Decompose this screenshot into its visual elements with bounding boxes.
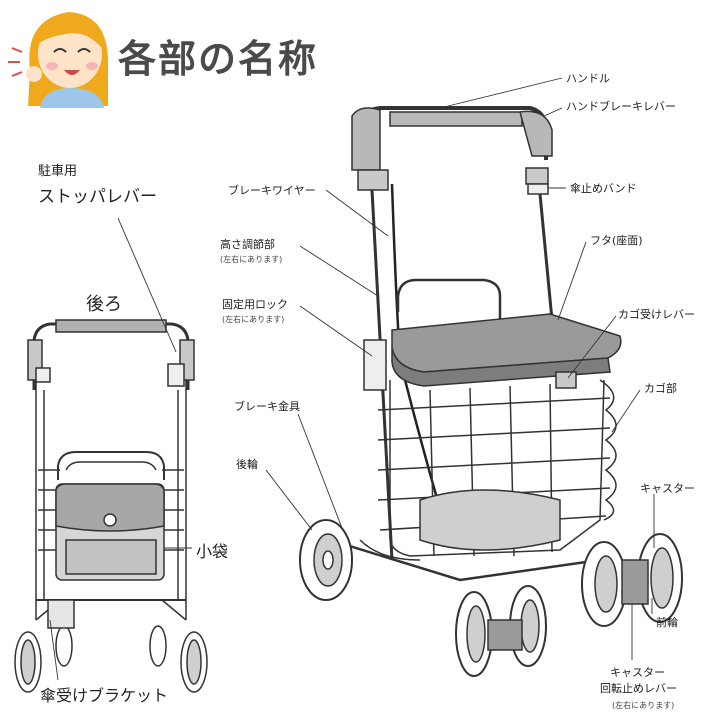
leader-lid xyxy=(557,241,587,321)
stopper-lever-label-line1: 駐車用 xyxy=(38,164,78,179)
caster-label: キャスター xyxy=(640,482,695,495)
front-wheel-label: 前輪 xyxy=(656,616,678,629)
fixing-lock-label: 固定用ロック xyxy=(222,298,288,311)
handle-label: ハンドル xyxy=(566,72,610,85)
leader-basket xyxy=(611,389,641,433)
height-adjust-note: (左右にあります) xyxy=(220,255,283,264)
leader-brake-wire xyxy=(325,189,389,237)
caster-lock-label-line2: 回転止めレバー xyxy=(600,682,677,695)
umbrella-bracket-label: 傘受けブラケット xyxy=(40,686,169,705)
basket-lever-label: カゴ受けレバー xyxy=(618,308,695,321)
basket-label: カゴ部 xyxy=(644,382,677,395)
leader-rear-wheel xyxy=(265,469,313,531)
caster-lock-note: (左右にあります) xyxy=(612,701,675,710)
rear-wheel-label: 後輪 xyxy=(236,458,258,471)
height-adjust-label: 高さ調節部 xyxy=(220,238,275,251)
stopper-lever-label-line2: ストッパレバー xyxy=(38,187,157,207)
leader-brake-fitting xyxy=(297,413,343,529)
lid-label: フタ(座面) xyxy=(590,234,643,247)
pouch-label: 小袋 xyxy=(196,542,229,561)
leader-umbrella-bracket xyxy=(49,619,59,681)
fixing-lock-note: (左右にあります) xyxy=(222,315,285,324)
rear-view-cart xyxy=(14,319,208,693)
leader-lines xyxy=(49,77,655,681)
leader-fixing-lock xyxy=(299,305,373,357)
brake-wire-label: ブレーキワイヤー xyxy=(228,184,316,197)
leader-handle xyxy=(439,77,563,109)
umbrella-band-label: 傘止めバンド xyxy=(570,182,637,195)
hand-brake-lever-label: ハンドブレーキレバー xyxy=(566,100,676,113)
leader-hand-brake-lever xyxy=(543,107,563,117)
rear-view-heading: 後ろ xyxy=(86,294,122,315)
leader-height-adjust xyxy=(299,245,379,297)
girl-avatar-icon xyxy=(8,12,108,108)
caster-lock-label-line1: キャスター xyxy=(610,666,665,679)
page-title: 各部の名称 xyxy=(118,37,319,81)
leader-basket-lever xyxy=(567,315,617,379)
leader-stopper xyxy=(117,217,177,353)
front-view-cart xyxy=(299,106,683,677)
brake-fitting-label: ブレーキ金具 xyxy=(234,400,300,413)
